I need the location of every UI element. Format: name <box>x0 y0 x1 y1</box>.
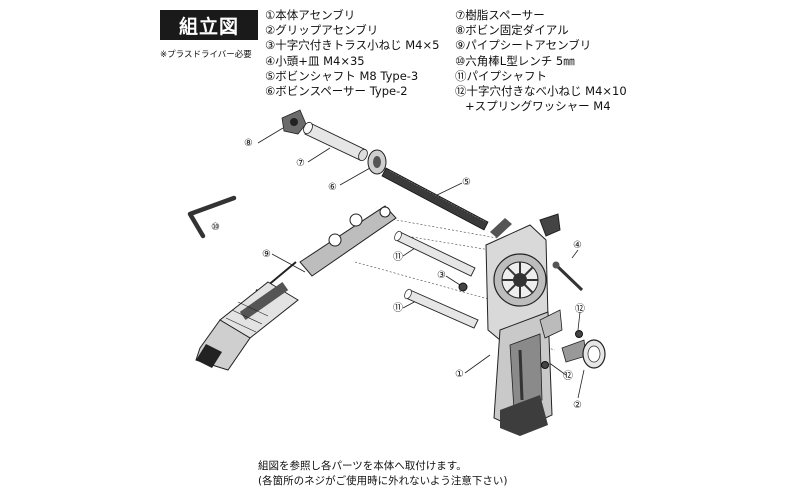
callout-6: ⑥ <box>328 182 337 193</box>
part-item: ⑩六角棒L型レンチ 5㎜ <box>455 53 575 68</box>
callout-8: ⑧ <box>244 138 253 149</box>
callout-12-lower: ⑫ <box>563 370 573 382</box>
pipe-seat-part <box>195 205 397 371</box>
part-item: ⑤ボビンシャフト M8 Type-3 <box>265 68 419 83</box>
pan-screw-upper-part <box>575 330 583 338</box>
page-title: 組立図 <box>160 10 258 40</box>
pipe-shaft-upper-part <box>394 230 476 277</box>
part-item: ④小頭+皿 M4×35 <box>265 53 365 68</box>
callout-1: ① <box>455 369 464 380</box>
part-item: ②グリップアセンブリ <box>265 23 379 38</box>
callout-11-lower: ⑪ <box>393 302 403 314</box>
part-item: ⑥ボビンスペーサー Type-2 <box>265 84 408 99</box>
callout-5: ⑤ <box>462 177 471 188</box>
resin-spacer-part <box>303 121 368 162</box>
part-item: ③十字穴付きトラス小ねじ M4×5 <box>265 38 440 53</box>
bobbin-spacer-part <box>367 149 387 175</box>
part-item: +スプリングワッシャー M4 <box>465 99 611 114</box>
part-item: ⑧ボビン固定ダイアル <box>455 23 569 38</box>
part-item: ⑫十字穴付きなべ小ねじ M4×10 <box>455 84 627 99</box>
callout-3: ③ <box>437 270 446 281</box>
grip-part <box>561 339 606 369</box>
parts-list-column-2: ⑦樹脂スペーサー ⑧ボビン固定ダイアル ⑨パイプシートアセンブリ ⑩六角棒L型レ… <box>455 8 627 114</box>
callout-10: ⑩ <box>211 222 220 233</box>
hex-wrench-part <box>187 195 237 239</box>
callout-7: ⑦ <box>296 158 305 169</box>
callout-2: ② <box>573 400 582 411</box>
flat-head-screw-part <box>552 261 584 292</box>
main-body-part <box>485 213 563 436</box>
assembly-instructions: 組図を参照し各パーツを本体へ取付けます。 (各箇所のネジがご使用時に外れないよう… <box>258 459 507 489</box>
bobbin-dial-part <box>281 109 307 135</box>
pipe-shaft-lower-part <box>404 288 479 329</box>
pan-screw-lower-part <box>541 361 549 369</box>
parts-list-column-1: ①本体アセンブリ ②グリップアセンブリ ③十字穴付きトラス小ねじ M4×5 ④小… <box>265 8 439 99</box>
bobbin-shaft-part <box>381 167 489 231</box>
callout-11-upper: ⑪ <box>393 251 403 263</box>
callout-12-upper: ⑫ <box>575 303 585 315</box>
part-item: ⑨パイプシートアセンブリ <box>455 38 592 53</box>
part-item: ⑦樹脂スペーサー <box>455 8 545 22</box>
callout-4: ④ <box>573 240 582 251</box>
part-item: ⑪パイプシャフト <box>455 68 547 83</box>
caution-line: (各箇所のネジがご使用時に外れないよう注意下さい) <box>258 475 508 487</box>
instruction-line: 組図を参照し各パーツを本体へ取付けます。 <box>258 460 467 472</box>
screwdriver-note: ※プラスドライバー必要 <box>160 50 252 60</box>
part-item: ①本体アセンブリ <box>265 8 356 22</box>
callout-9: ⑨ <box>262 249 271 260</box>
truss-screw-part <box>458 282 468 292</box>
